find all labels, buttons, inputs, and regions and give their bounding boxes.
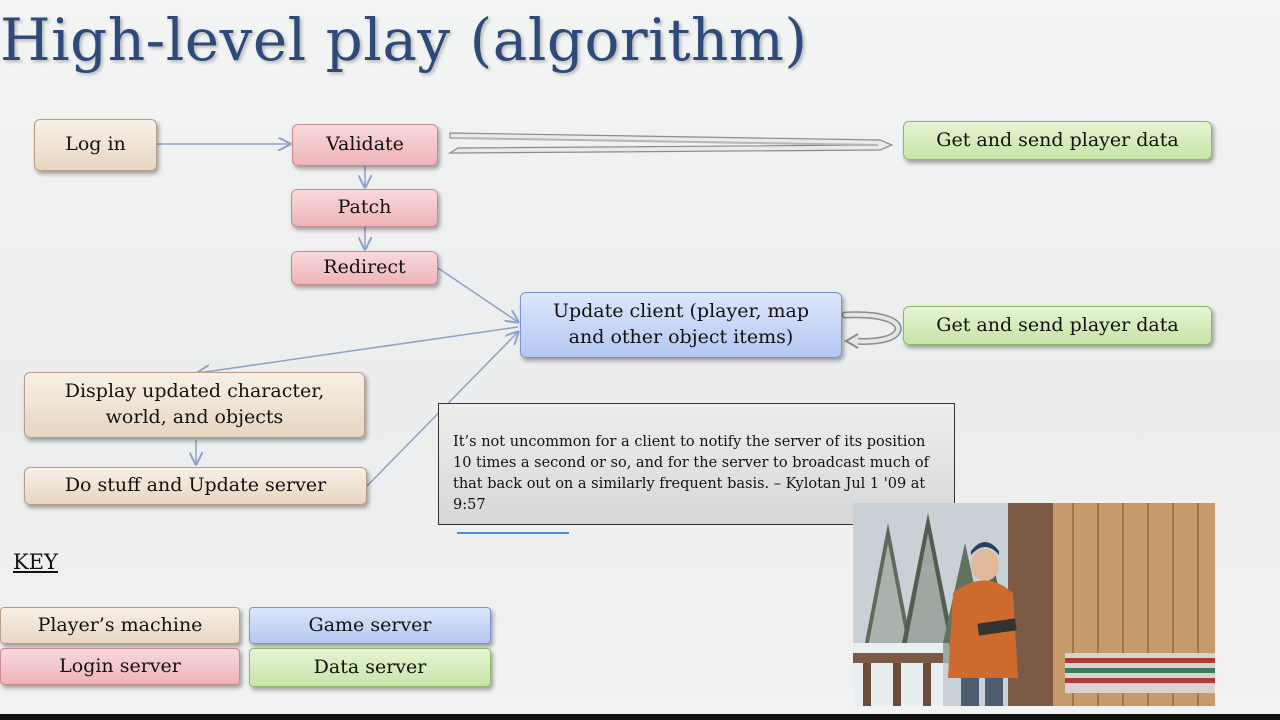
key-login-server: Login server [0, 648, 240, 685]
arrow-redirect-to-update [437, 267, 518, 322]
get-send-player-data-box-top: Get and send player data [903, 121, 1212, 160]
key-players-machine: Player’s machine [0, 607, 240, 644]
get-send-player-data-box-mid: Get and send player data [903, 306, 1212, 345]
key-login-server-label: Login server [59, 654, 181, 677]
bottom-bar [0, 714, 1280, 720]
key-data-server-label: Data server [313, 655, 427, 678]
do-stuff-label: Do stuff and Update server [64, 474, 327, 497]
key-title: KEY [13, 550, 58, 574]
key-data-server: Data server [249, 648, 491, 687]
display-updated-box: Display updated character, world, and ob… [24, 372, 365, 438]
slide-title: High-level play (algorithm) [0, 6, 808, 74]
key-players-machine-label: Player’s machine [37, 613, 203, 636]
get-send-player-data-label-top: Get and send player data [936, 128, 1179, 151]
validate-label: Validate [326, 133, 404, 156]
log-in-box: Log in [34, 119, 157, 171]
key-game-server: Game server [249, 607, 491, 644]
display-updated-label: Display updated character, world, and ob… [64, 380, 325, 428]
presenter-video-frame [853, 503, 1215, 706]
quote-box: It’s not uncommon for a client to notify… [438, 403, 955, 525]
quote-text: It’s not uncommon for a client to notify… [453, 434, 929, 513]
update-client-label: Update client (player, map and other obj… [552, 300, 810, 348]
get-send-player-data-label-mid: Get and send player data [936, 313, 1179, 336]
redirect-box: Redirect [291, 251, 438, 285]
double-arrow-validate-data [447, 132, 894, 154]
patch-box: Patch [291, 189, 438, 227]
presenter-video[interactable] [853, 503, 1215, 706]
arrow-update-to-display [198, 326, 519, 373]
do-stuff-box: Do stuff and Update server [24, 467, 367, 505]
redirect-label: Redirect [323, 256, 406, 279]
log-in-label: Log in [65, 133, 126, 156]
patch-label: Patch [337, 196, 392, 219]
update-client-box: Update client (player, map and other obj… [520, 292, 842, 358]
validate-box: Validate [292, 124, 438, 166]
loop-arrow-update-data [841, 311, 902, 349]
quote-link-underline [457, 532, 569, 534]
key-game-server-label: Game server [308, 613, 432, 636]
